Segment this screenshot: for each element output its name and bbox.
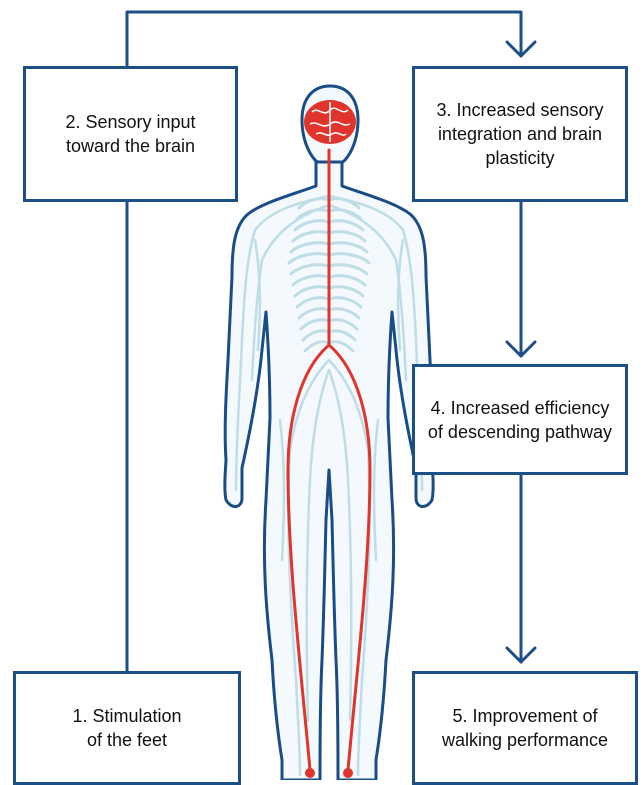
step3-box: 3. Increased sensory integration and bra… xyxy=(412,66,628,202)
step3-label: 3. Increased sensory integration and bra… xyxy=(436,98,603,170)
step4-label: 4. Increased efficiency of descending pa… xyxy=(428,396,612,444)
step2-box: 2. Sensory input toward the brain xyxy=(23,66,238,202)
step4-box: 4. Increased efficiency of descending pa… xyxy=(412,364,628,475)
step2-label: 2. Sensory input toward the brain xyxy=(65,110,195,158)
step1-box: 1. Stimulation of the feet xyxy=(13,671,241,785)
left-foot-node xyxy=(305,768,315,778)
step5-label: 5. Improvement of walking performance xyxy=(442,704,608,752)
brain-icon xyxy=(304,100,356,144)
step5-box: 5. Improvement of walking performance xyxy=(412,671,638,785)
right-foot-node xyxy=(343,768,353,778)
step1-label: 1. Stimulation of the feet xyxy=(72,704,181,752)
arrow-step2-to-step3 xyxy=(127,12,521,66)
human-nervous-system-figure xyxy=(225,86,433,780)
